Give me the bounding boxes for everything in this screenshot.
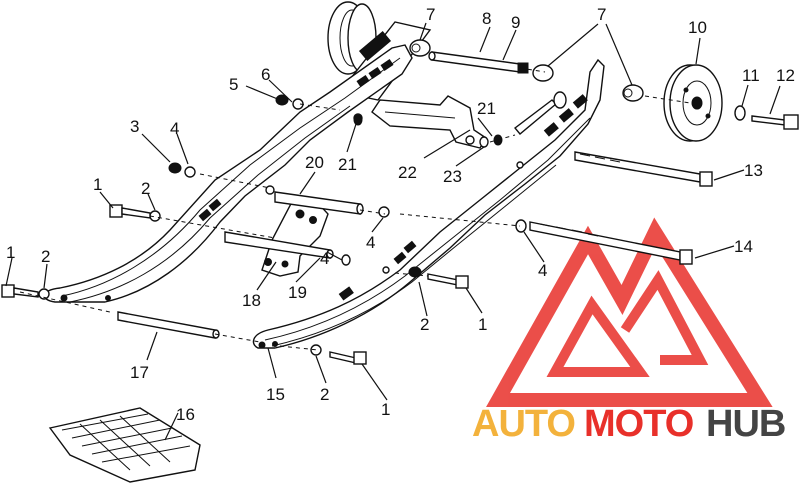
callout-7-right: 7 — [597, 5, 606, 24]
callout-1-left: 1 — [93, 175, 102, 194]
bolt-1d — [329, 351, 367, 365]
washer-2d — [310, 344, 322, 356]
callout-5: 5 — [229, 75, 238, 94]
callout-13: 13 — [744, 161, 763, 180]
washer-23 — [479, 136, 489, 148]
callout-16: 16 — [176, 405, 195, 424]
washer-4c — [341, 254, 351, 266]
callout-14: 14 — [734, 237, 753, 256]
callout-19: 19 — [288, 283, 307, 302]
bolt-21-right — [513, 91, 567, 135]
idler-shaft-upper — [428, 51, 529, 74]
callout-12: 12 — [776, 66, 795, 85]
callout-3: 3 — [130, 117, 139, 136]
washer-11 — [734, 105, 746, 121]
bolt-1c — [427, 273, 469, 289]
long-bolt-14 — [529, 221, 693, 265]
callout-23: 23 — [443, 167, 462, 186]
washer-21a — [353, 114, 363, 126]
wordmark-auto: AUTO — [472, 403, 575, 445]
callout-22: 22 — [398, 163, 417, 182]
automotohub-wordmark: AUTO MOTO HUB — [472, 403, 786, 445]
bolt-1b — [1, 284, 39, 298]
washer-2b — [38, 288, 50, 300]
callout-21-left: 21 — [338, 155, 357, 174]
rear-torque-arm — [371, 95, 487, 149]
callout-2-middle: 2 — [420, 315, 429, 334]
bolt-1a — [109, 204, 151, 219]
right-slide-rail — [252, 58, 605, 349]
long-bolt-13 — [574, 151, 713, 187]
assembly-lines — [19, 67, 691, 351]
washer-4d — [515, 219, 527, 233]
callout-4-middle: 4 — [366, 233, 375, 252]
wordmark-hub: HUB — [706, 403, 785, 445]
callout-10: 10 — [688, 18, 707, 37]
leader-lines — [5, 22, 781, 441]
front-arm-bracket — [261, 195, 329, 277]
nut-6 — [275, 94, 289, 106]
callout-2-left: 2 — [141, 179, 150, 198]
callout-7-left: 7 — [426, 5, 435, 24]
callout-2-far-left: 2 — [41, 247, 50, 266]
callout-1-middle: 1 — [478, 315, 487, 334]
callout-8: 8 — [482, 9, 491, 28]
washer-4a — [184, 166, 196, 178]
callout-17: 17 — [130, 363, 149, 382]
callout-18: 18 — [242, 291, 261, 310]
rear-idler-wheel-right — [663, 64, 723, 142]
callout-6: 6 — [261, 65, 270, 84]
callout-1-bottom: 1 — [381, 400, 390, 419]
spacer-left — [409, 39, 431, 57]
automotohub-logo — [486, 217, 773, 407]
wordmark-moto: MOTO — [584, 403, 693, 445]
cross-shaft-20 — [274, 191, 364, 215]
callout-20: 20 — [305, 153, 324, 172]
washer-4b — [378, 206, 390, 218]
callout-1-far-left: 1 — [6, 243, 15, 262]
callout-21-right: 21 — [477, 99, 496, 118]
callout-15: 15 — [266, 385, 285, 404]
hyfax-slide — [48, 407, 201, 483]
callout-labels: 7 8 9 7 10 11 12 6 5 21 3 4 21 22 23 20 … — [6, 5, 795, 424]
callout-4-lower: 4 — [320, 249, 329, 268]
callout-11: 11 — [742, 66, 760, 85]
callout-2-bottom: 2 — [320, 385, 329, 404]
nut-3 — [168, 162, 182, 174]
callout-4-upper: 4 — [170, 119, 179, 138]
callout-4-right: 4 — [538, 261, 547, 280]
callout-9: 9 — [511, 13, 520, 32]
bolt-12 — [751, 114, 799, 130]
left-slide-rail — [43, 44, 413, 303]
spacer-right — [532, 64, 644, 102]
cross-shaft-17 — [117, 311, 220, 339]
cross-shaft-19 — [224, 231, 334, 259]
